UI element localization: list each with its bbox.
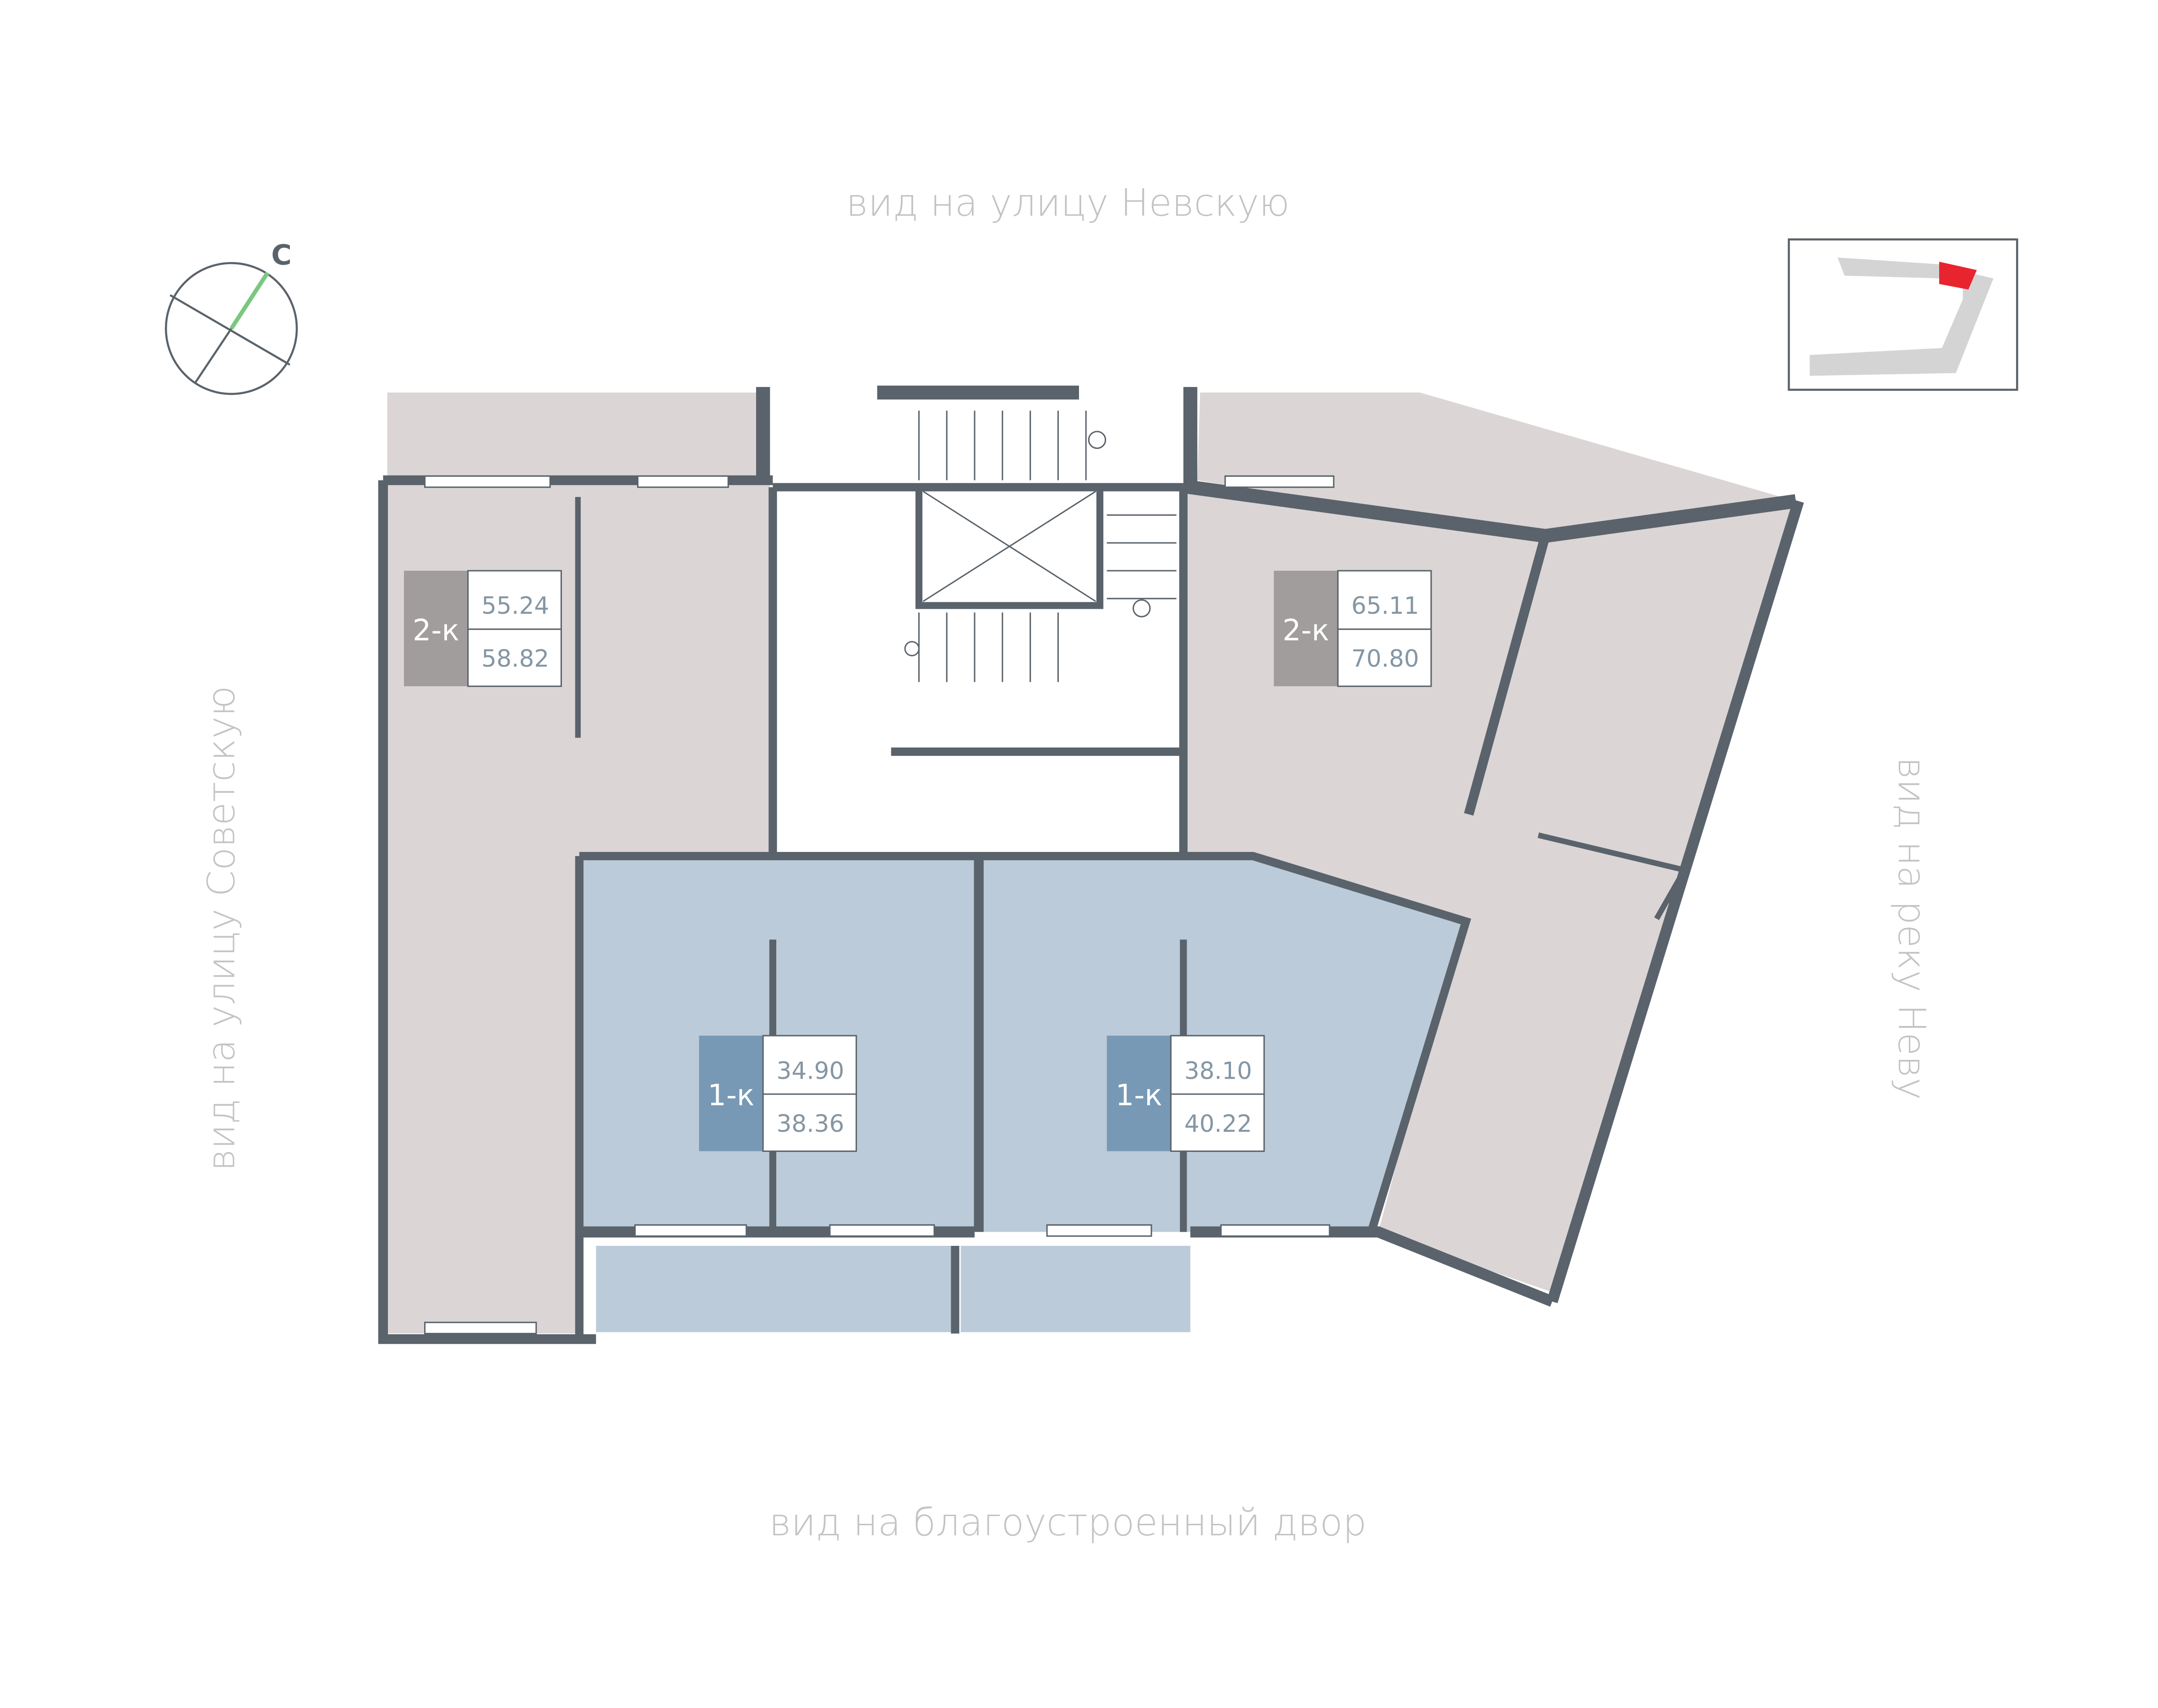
rooms-count: 1-к xyxy=(708,1079,754,1113)
current-section-highlight xyxy=(1939,262,1977,290)
view-label-right: вид на реку Неву xyxy=(1890,757,1933,1100)
apartment-badge[interactable]: 2-к 65.11 70.80 xyxy=(1274,570,1432,687)
view-label-top: вид на улицу Невскую xyxy=(846,181,1290,225)
compass: С xyxy=(165,239,298,395)
total-area: 38.36 xyxy=(777,1110,845,1138)
windows xyxy=(424,475,1335,1334)
stair-core xyxy=(773,404,1183,857)
rooms-badge-bg xyxy=(404,571,468,687)
view-label-bottom: вид на благоустроенный двор xyxy=(769,1501,1367,1544)
rooms-count: 1-к xyxy=(1116,1079,1162,1113)
rooms-badge-bg xyxy=(699,1036,763,1151)
living-area: 34.90 xyxy=(777,1057,845,1085)
living-area: 55.24 xyxy=(481,592,549,620)
north-arrow-icon xyxy=(229,272,270,330)
rooms-badge-bg xyxy=(1274,571,1338,687)
total-area: 70.80 xyxy=(1351,645,1419,673)
balcony-bottom-left xyxy=(596,1246,954,1332)
living-area: 65.11 xyxy=(1351,592,1419,620)
total-area: 58.82 xyxy=(481,645,549,673)
key-map xyxy=(1787,238,2018,391)
rooms-badge-bg xyxy=(1106,1036,1171,1151)
balcony-top-left xyxy=(387,393,759,479)
view-label-left: вид на улицу Советскую xyxy=(200,686,243,1171)
apartment-badge[interactable]: 2-к 55.24 58.82 xyxy=(404,570,562,687)
apartment-badge[interactable]: 1-к 34.90 38.36 xyxy=(699,1035,857,1152)
living-area: 38.10 xyxy=(1184,1057,1252,1085)
balcony-top-right xyxy=(1197,393,1796,599)
compass-north-label: С xyxy=(271,239,292,271)
rooms-count: 2-к xyxy=(1282,614,1329,648)
rooms-count: 2-к xyxy=(413,614,459,648)
balcony-bottom-right xyxy=(960,1246,1191,1332)
apartment-badge[interactable]: 1-к 38.10 40.22 xyxy=(1106,1035,1265,1152)
total-area: 40.22 xyxy=(1184,1110,1252,1138)
